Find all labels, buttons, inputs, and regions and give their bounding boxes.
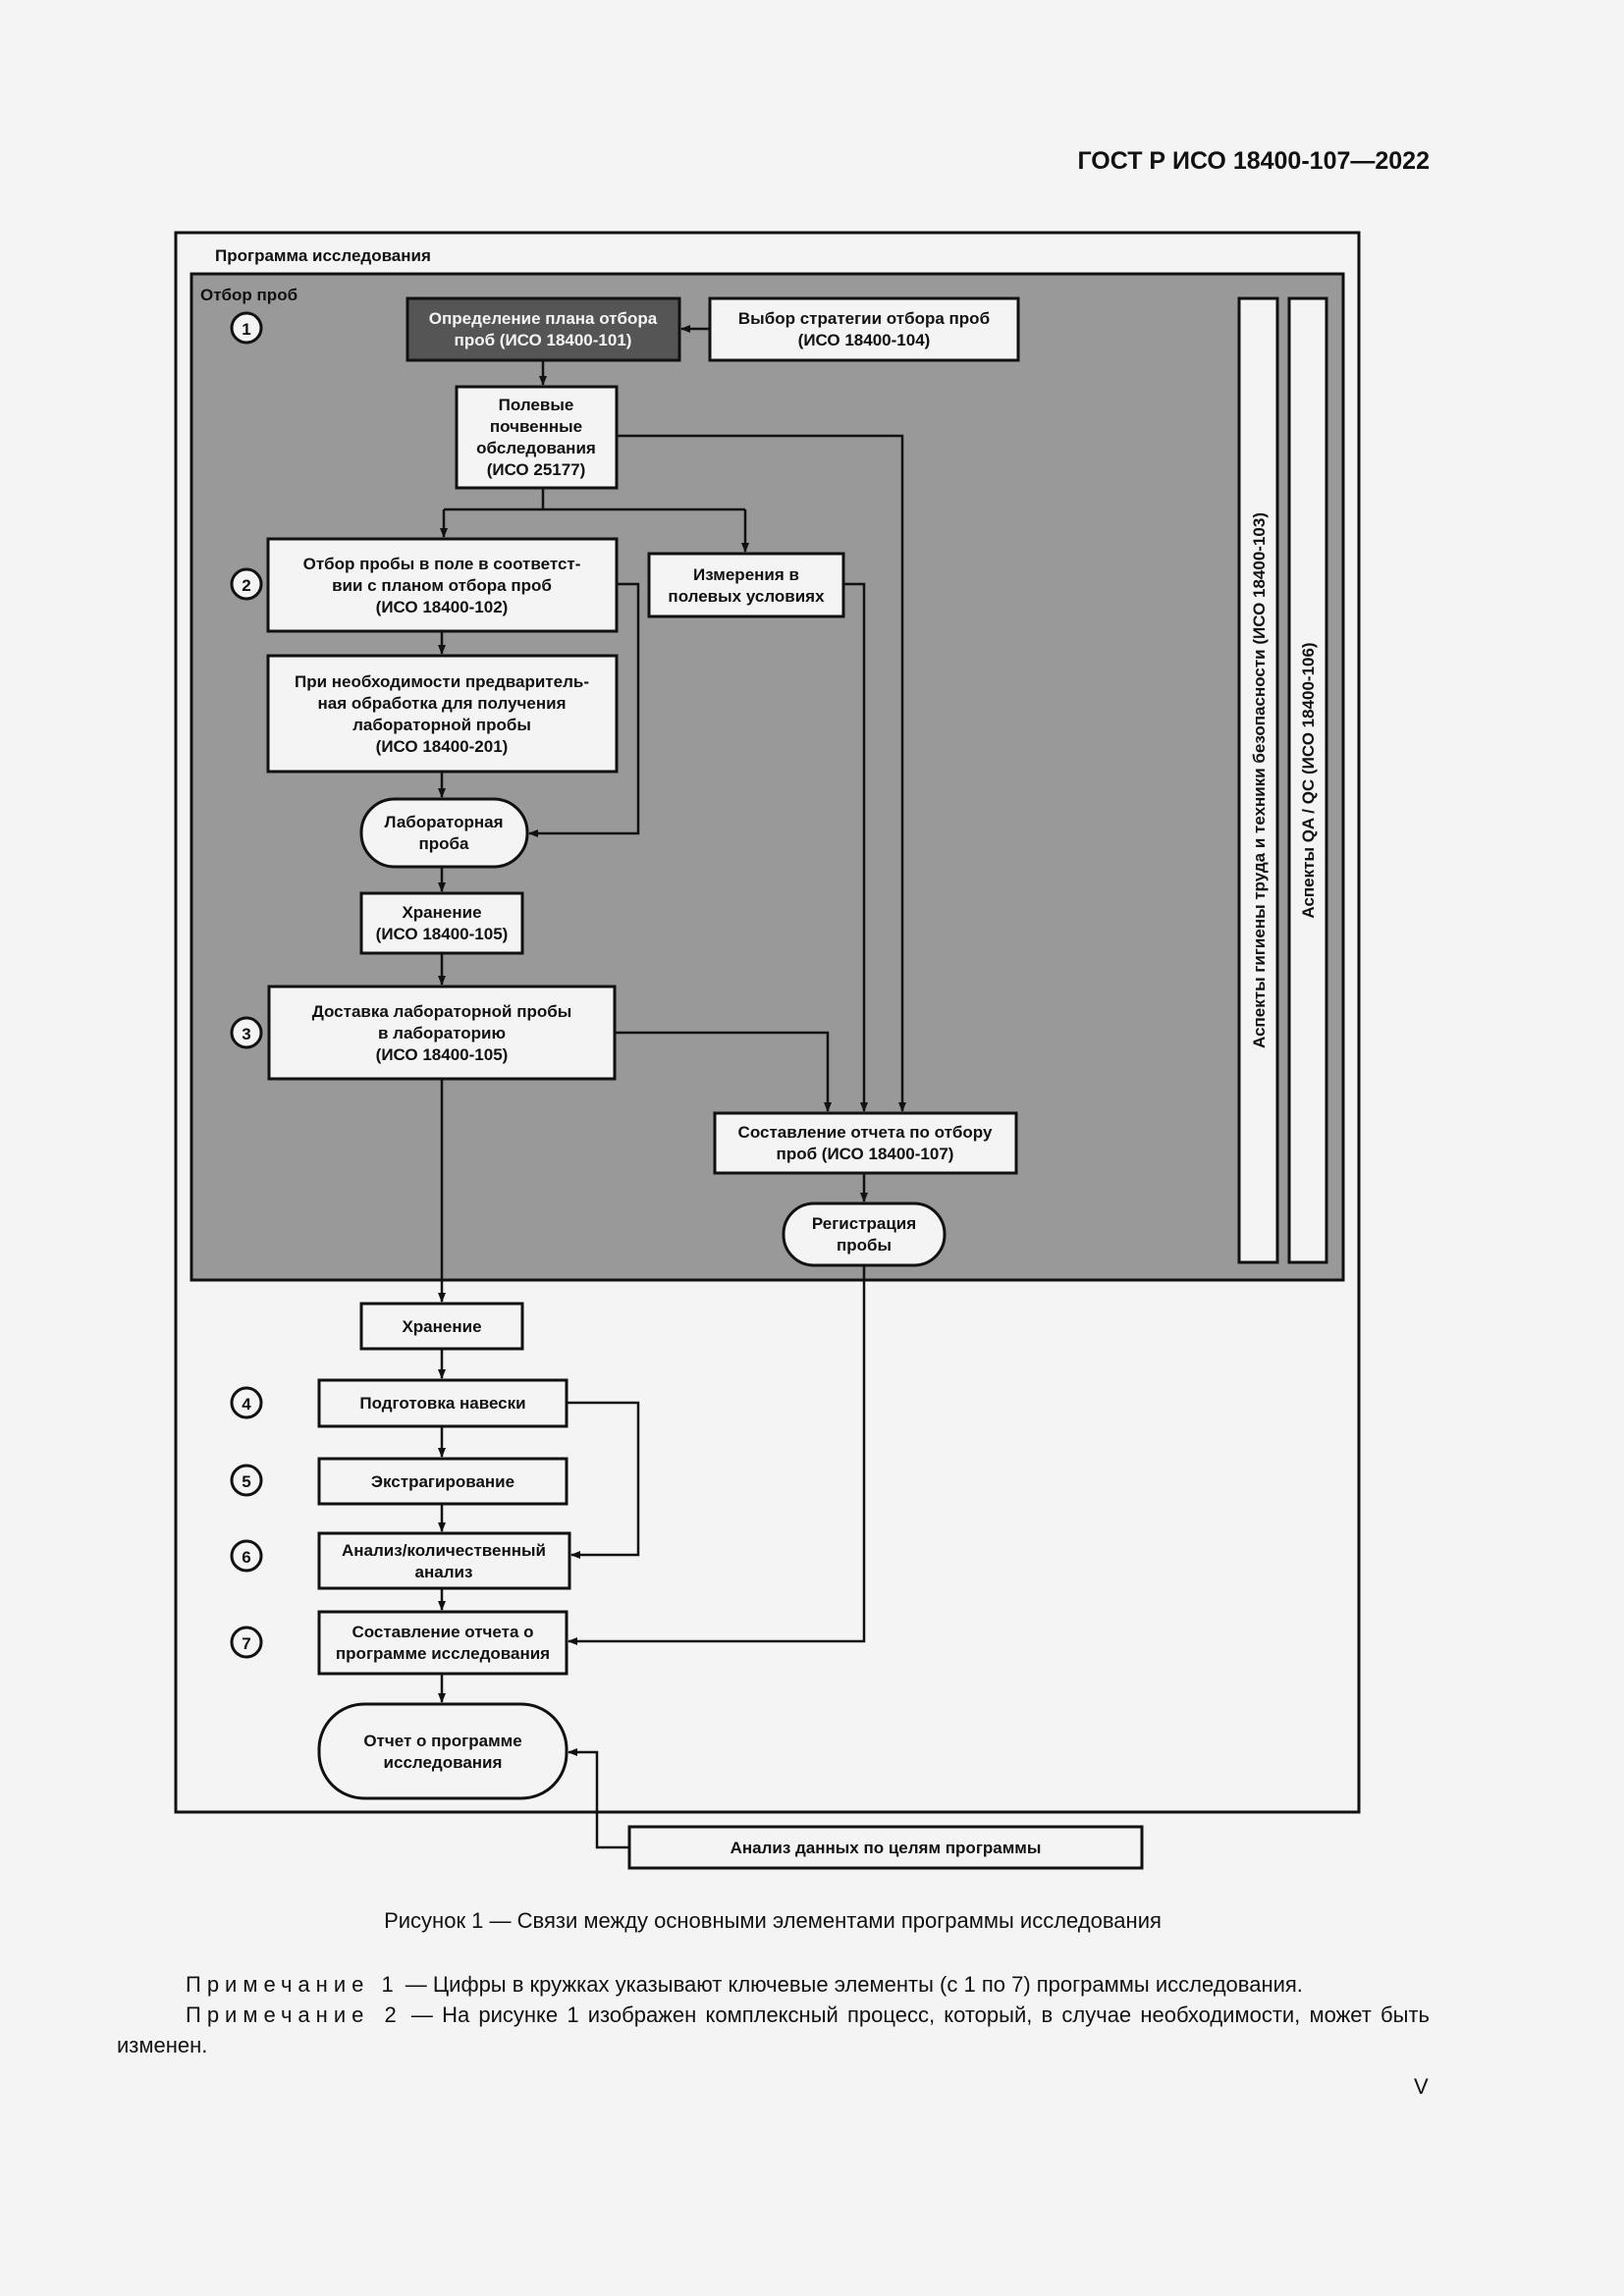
step-markers: 1 2 3 4 5 6 7 [230,311,263,1659]
sampling-title: Отбор проб [200,286,298,304]
note-2: Примечание 2 — На рисунке 1 изображен ко… [117,2000,1430,2060]
svg-text:7: 7 [242,1634,250,1653]
svg-text:6: 6 [242,1548,250,1567]
svg-text:Отбор пробы в поле в соответст: Отбор пробы в поле в соответст-вии с пла… [303,555,581,616]
program-title: Программа исследования [215,246,431,265]
svg-text:Экстрагирование: Экстрагирование [371,1472,514,1491]
svg-text:3: 3 [242,1025,250,1043]
svg-text:Анализ данных по целям програм: Анализ данных по целям программы [731,1839,1042,1857]
svg-text:При необходимости предваритель: При необходимости предваритель-ная обраб… [295,672,589,756]
svg-text:1: 1 [242,320,250,339]
page-number: V [1414,2074,1429,2099]
note-2-text: — На рисунке 1 изображен комплексный про… [117,2002,1430,2057]
document-code: ГОСТ Р ИСО 18400-107—2022 [1077,147,1430,175]
node-weighing: Подготовка навески [317,1378,568,1428]
svg-text:2: 2 [242,576,250,595]
step-2: 2 [230,567,263,601]
note-2-label: Примечание 2 [186,2002,403,2027]
node-pretreatment: При необходимости предваритель-ная обраб… [266,654,619,774]
connectors [438,325,906,1849]
qa-strip [1287,296,1328,1264]
step-1: 1 [230,311,263,345]
step-7: 7 [230,1626,263,1659]
node-storage-1: Хранение(ИСО 18400-105) [359,891,524,955]
svg-text:Подготовка навески: Подготовка навески [359,1394,525,1413]
figure-caption: Рисунок 1 — Связи между основными элемен… [384,1908,1162,1933]
svg-text:Хранение: Хранение [402,1317,481,1336]
note-1: Примечание 1 — Цифры в кружках указывают… [117,1969,1430,2000]
node-data-analysis: Анализ данных по целям программы [627,1825,1144,1870]
svg-text:5: 5 [242,1472,250,1491]
note-1-text: — Цифры в кружках указывают ключевые эле… [399,1972,1303,1997]
node-storage-2: Хранение [359,1302,524,1351]
safety-label: Аспекты гигиены труда и техники безопасн… [1250,512,1269,1048]
node-field-sampling: Отбор пробы в поле в соответст-вии с пла… [266,537,619,633]
note-1-label: Примечание 1 [186,1972,400,1997]
node-strategy: Выбор стратегии отбора проб(ИСО 18400-10… [708,296,1020,362]
step-6: 6 [230,1539,263,1573]
step-3: 3 [230,1016,263,1049]
step-4: 4 [230,1386,263,1419]
qa-label: Аспекты QA / QC (ИСО 18400-106) [1299,642,1318,918]
step-5: 5 [230,1464,263,1497]
svg-text:Хранение(ИСО 18400-105): Хранение(ИСО 18400-105) [376,903,509,943]
svg-text:Выбор стратегии отбора проб(ИС: Выбор стратегии отбора проб(ИСО 18400-10… [738,309,990,349]
safety-strip [1237,296,1279,1264]
node-extraction: Экстрагирование [317,1457,568,1506]
program-frame [174,231,1361,1814]
svg-text:4: 4 [242,1395,251,1414]
